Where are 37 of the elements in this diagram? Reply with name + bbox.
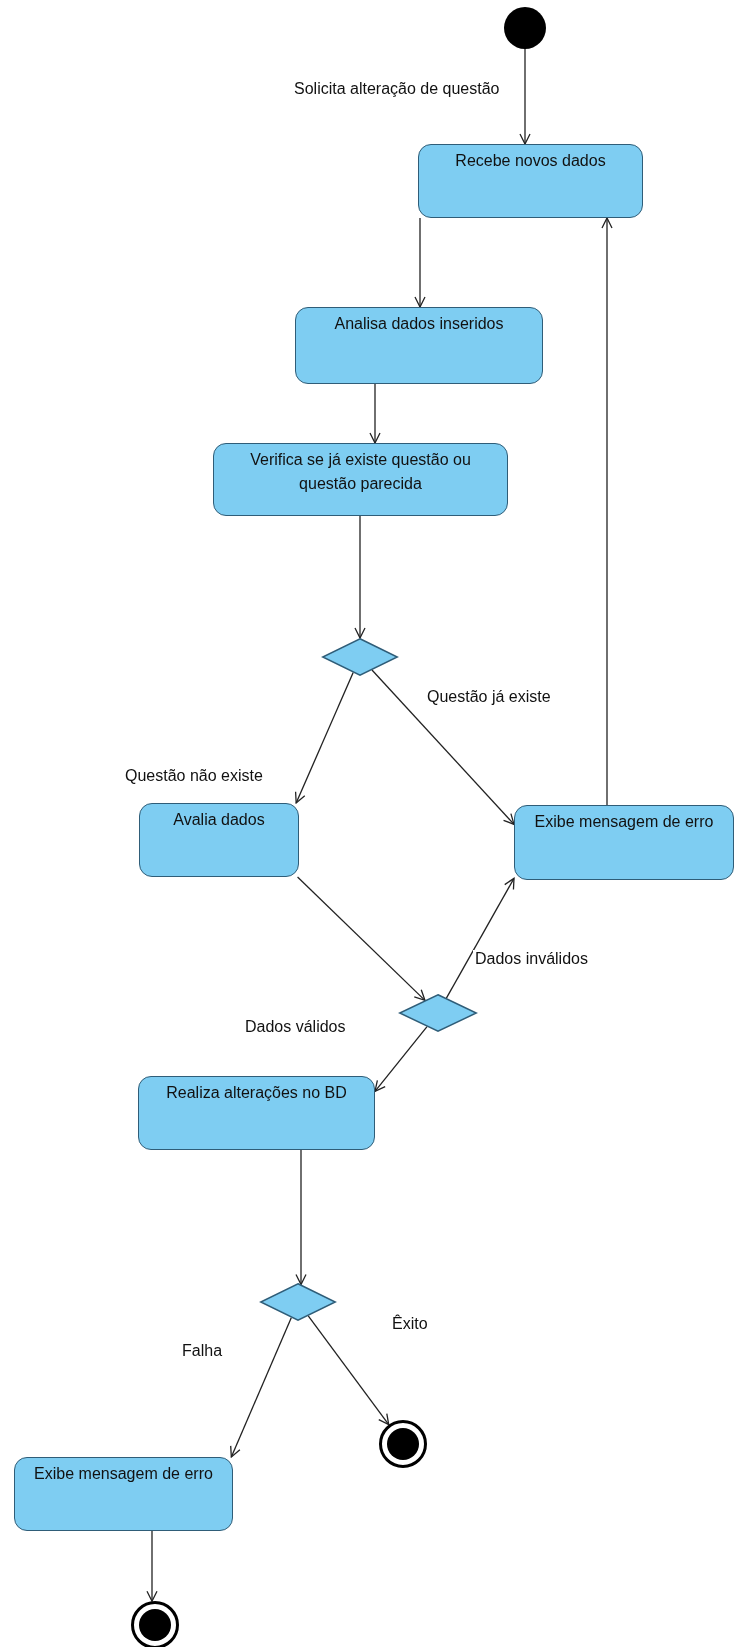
- action-box: [213, 443, 508, 516]
- final-node: [131, 1601, 179, 1647]
- edge-label: Questão já existe: [425, 688, 553, 706]
- arrow: [519, 48, 531, 145]
- initial-node: [504, 7, 546, 49]
- action-label: Verifica se já existe questão ou questão parecida: [249, 450, 472, 494]
- arrow: [294, 671, 354, 804]
- action-label: Realiza alterações no BD: [165, 1083, 348, 1103]
- decision-diamond: [322, 638, 398, 676]
- action-box: [418, 144, 643, 218]
- arrow: [369, 383, 381, 444]
- action-label: Exibe mensagem de erro: [533, 812, 715, 832]
- final-node: [379, 1420, 427, 1468]
- arrow: [146, 1530, 158, 1602]
- arrow: [374, 1026, 428, 1092]
- decision-diamond: [399, 994, 477, 1032]
- action-box: [295, 307, 543, 384]
- arrow: [295, 1149, 307, 1286]
- arrow: [601, 217, 613, 806]
- action-box: [138, 1076, 375, 1150]
- arrow: [230, 1317, 292, 1458]
- action-label: Analisa dados inseridos: [333, 314, 505, 334]
- arrow: [414, 217, 426, 308]
- arrow: [307, 1315, 390, 1426]
- action-label: Recebe novos dados: [454, 151, 607, 171]
- action-label: Exibe mensagem de erro: [33, 1464, 214, 1484]
- edge-label: Questão não existe: [123, 767, 265, 785]
- action-label: Avalia dados: [172, 810, 266, 830]
- arrow: [371, 669, 515, 825]
- edge-label: Solicita alteração de questão: [292, 80, 502, 98]
- action-box: [514, 805, 734, 880]
- decision-diamond: [260, 1283, 336, 1321]
- action-box: [14, 1457, 233, 1531]
- arrow: [445, 877, 515, 999]
- arrow: [354, 515, 366, 639]
- action-box: [139, 803, 299, 877]
- arrow: [296, 876, 426, 1001]
